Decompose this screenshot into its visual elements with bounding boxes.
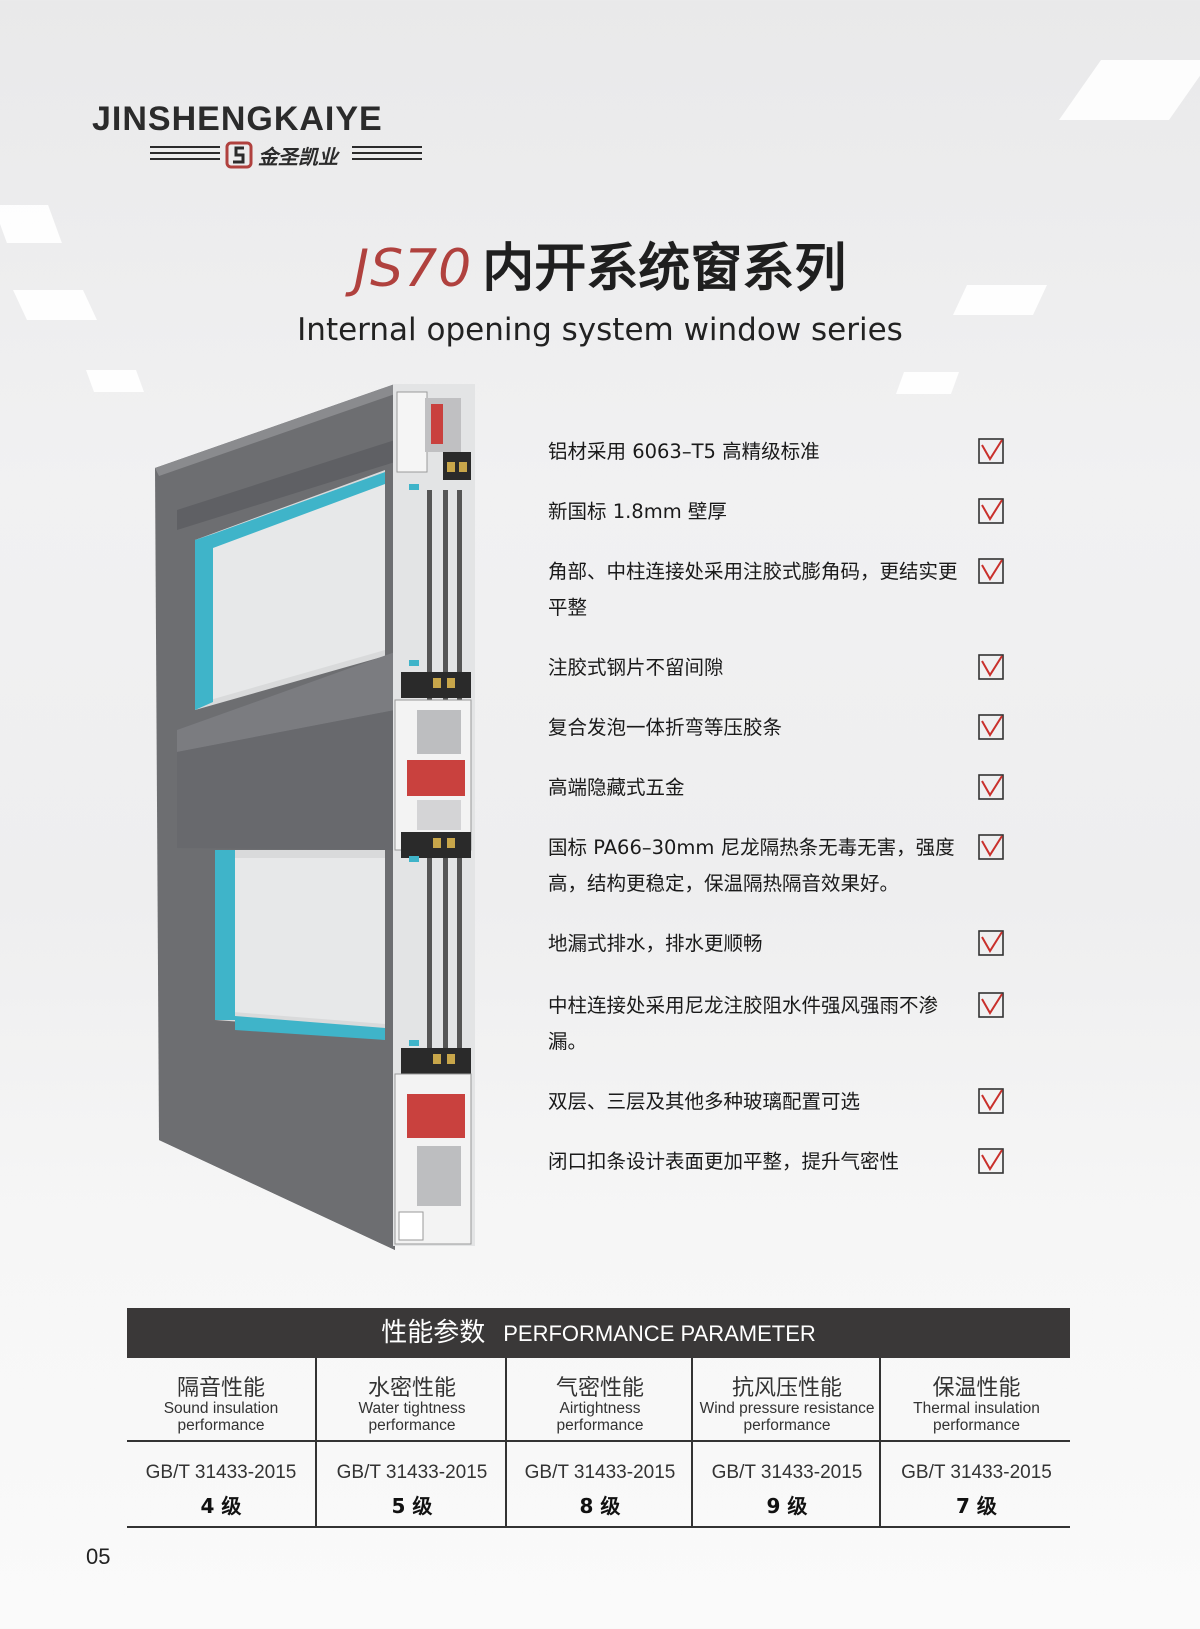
feature-text: 角部、中柱连接处采用注胶式膨角码，更结实更平整 [548,560,958,619]
logo-mark-icon [225,141,253,169]
performance-grade: 7 级 [956,1494,997,1518]
brand-name: JINSHENGKAIYE [92,100,383,138]
performance-name-cn: 水密性能 [367,1376,456,1401]
ceiling-light [1058,60,1200,120]
performance-name-cn: 抗风压性能 [731,1376,842,1401]
performance-grade: 9 级 [766,1494,808,1518]
window-profile-illustration [155,384,475,1250]
page-number: 05 [86,1544,111,1569]
title-model: JS70 [353,239,473,299]
feature-item: 国标 PA66–30mm 尼龙隔热条无毒无害，强度高，结构更稳定，保温隔热隔音效… [548,830,1008,902]
performance-standard: GB/T 31433-2015 [524,1462,676,1483]
feature-text: 注胶式钢片不留间隙 [548,656,724,679]
feature-text: 铝材采用 6063–T5 高精级标准 [548,440,820,463]
performance-name-en: Sound insulation performance [163,1400,279,1434]
feature-text: 国标 PA66–30mm 尼龙隔热条无毒无害，强度高，结构更稳定，保温隔热隔音效… [548,836,955,895]
performance-header: 性能参数 PERFORMANCE PARAMETER [127,1308,1070,1358]
performance-title-cn: 性能参数 [381,1318,486,1348]
checkbox-checked-icon [978,834,1004,860]
performance-standard: GB/T 31433-2015 [336,1462,488,1483]
feature-item: 中柱连接处采用尼龙注胶阻水件强风强雨不渗漏。 [548,988,1008,1060]
table-divider [127,1440,1070,1442]
performance-grade: 4 级 [200,1494,242,1518]
feature-text: 地漏式排水，排水更顺畅 [548,932,763,955]
checkbox-checked-icon [978,774,1004,800]
checkbox-checked-icon [978,1088,1004,1114]
feature-item: 铝材采用 6063–T5 高精级标准 [548,434,1008,470]
performance-title-en: PERFORMANCE PARAMETER [503,1321,816,1346]
checkbox-checked-icon [978,930,1004,956]
brand-logo: JINSHENGKAIYE 金圣凯业 [92,100,482,180]
logo-stripes-left [150,146,220,162]
page-subtitle: Internal opening system window series [297,312,903,348]
feature-text: 闭口扣条设计表面更加平整，提升气密性 [548,1150,900,1173]
feature-text: 中柱连接处采用尼龙注胶阻水件强风强雨不渗漏。 [548,994,939,1053]
title-chinese: 内开系统窗系列 [482,239,847,299]
ceiling-light [895,372,960,394]
feature-item: 新国标 1.8mm 壁厚 [548,494,1008,530]
performance-name-cn: 隔音性能 [176,1376,265,1401]
ceiling-light [85,370,145,392]
feature-text: 高端隐藏式五金 [548,776,685,799]
performance-column: 气密性能 Airtightness performance GB/T 31433… [505,1358,693,1526]
performance-standard: GB/T 31433-2015 [901,1462,1052,1483]
checkbox-checked-icon [978,714,1004,740]
feature-item: 闭口扣条设计表面更加平整，提升气密性 [548,1144,1008,1180]
performance-standard: GB/T 31433-2015 [145,1462,297,1483]
checkbox-checked-icon [978,438,1004,464]
feature-text: 新国标 1.8mm 壁厚 [548,500,727,523]
performance-column: 隔音性能 Sound insulation performance GB/T 3… [127,1358,315,1526]
checkbox-checked-icon [978,1148,1004,1174]
performance-name-en: Airtightness performance [556,1400,644,1434]
performance-name-en: Thermal insulation performance [913,1400,1040,1434]
performance-column: 抗风压性能 Wind pressure resistance performan… [691,1358,881,1526]
performance-name-en: Water tightness performance [358,1400,466,1434]
checkbox-checked-icon [978,558,1004,584]
performance-column: 保温性能 Thermal insulation performance GB/T… [879,1358,1072,1526]
performance-standard: GB/T 31433-2015 [711,1462,863,1483]
performance-column: 水密性能 Water tightness performance GB/T 31… [315,1358,507,1526]
checkbox-checked-icon [978,654,1004,680]
performance-grade: 8 级 [579,1494,621,1518]
performance-table: 性能参数 PERFORMANCE PARAMETER 隔音性能 Sound ins… [127,1308,1070,1528]
checkbox-checked-icon [978,992,1004,1018]
performance-grid: 隔音性能 Sound insulation performance GB/T 3… [127,1358,1070,1528]
feature-item: 复合发泡一体折弯等压胶条 [548,710,1008,746]
performance-name-cn: 保温性能 [932,1376,1021,1401]
performance-name-en: Wind pressure resistance performance [699,1400,875,1434]
brand-chinese-name: 金圣凯业 [258,145,338,169]
feature-item: 高端隐藏式五金 [548,770,1008,806]
performance-name-cn: 气密性能 [555,1376,644,1401]
feature-text: 双层、三层及其他多种玻璃配置可选 [548,1090,861,1113]
performance-grade: 5 级 [391,1494,433,1518]
feature-item: 角部、中柱连接处采用注胶式膨角码，更结实更平整 [548,554,1008,626]
logo-stripes-right [352,146,422,162]
feature-item: 双层、三层及其他多种玻璃配置可选 [548,1084,1008,1120]
feature-item: 注胶式钢片不留间隙 [548,650,1008,686]
feature-item: 地漏式排水，排水更顺畅 [548,926,1008,962]
checkbox-checked-icon [978,498,1004,524]
feature-text: 复合发泡一体折弯等压胶条 [548,716,783,739]
